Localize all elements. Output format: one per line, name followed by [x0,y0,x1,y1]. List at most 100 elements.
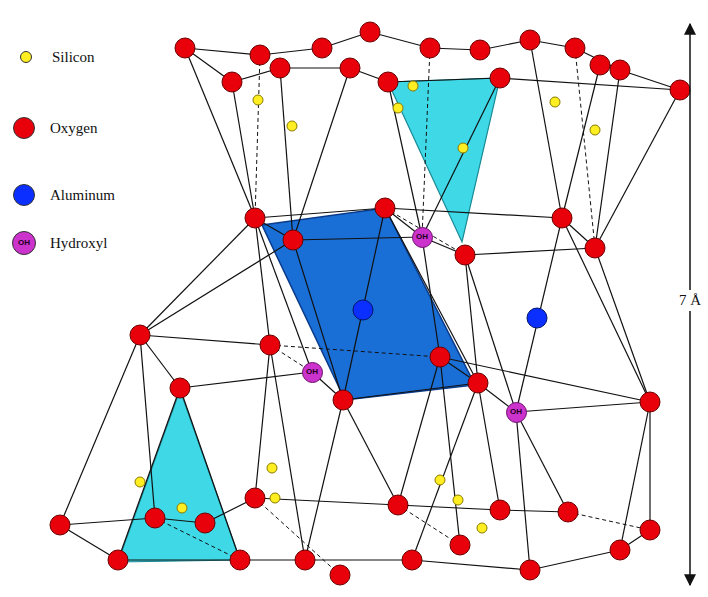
bond-line [422,78,500,237]
bond-line [412,383,478,560]
hidden-bond-line [255,498,340,575]
legend-text: Silicon [52,49,95,66]
oxygen-atom [610,540,630,560]
silicon-atom [453,495,463,505]
oxygen-atom [468,373,488,393]
bond-line [516,412,568,512]
bond-line [343,400,398,505]
silicon-atom [590,125,600,135]
lattice [50,22,690,585]
bond-line [60,335,140,525]
oxygen-atom [333,390,353,410]
bond-line [118,388,180,560]
hidden-bond-line [255,55,260,218]
oxygen-atom [130,325,150,345]
bond-line [255,208,385,218]
tetrahedron [388,78,500,242]
dimension-label: 7 Å [678,290,702,311]
bond-line [180,372,312,388]
oxygen-atom [490,500,510,520]
hydroxyl-circle: OH [302,362,323,383]
bond-line [440,357,460,545]
bond-line [440,357,650,402]
bond-line [343,383,478,400]
oxygen-atom [470,40,490,60]
oxygen-atom [552,208,572,228]
oxygen-atom [245,488,265,508]
oxygen-atom [340,58,360,78]
oxygen-atom [490,68,510,88]
bond-line [343,208,385,400]
oxygen-atom [402,550,422,570]
legend-entry: OHHydroxyl [12,230,108,256]
bond-line [500,78,680,90]
oxygen-atom [388,495,408,515]
silicon-atom [408,81,418,91]
oxygen-atom [520,560,540,580]
hidden-bond-line [398,505,460,545]
oxygen-atom [270,58,290,78]
bond-line [140,240,293,335]
bond-line [530,40,562,218]
silicon-atom [270,493,280,503]
bond-line [516,218,562,412]
hidden-bond-line [422,48,430,237]
bond-line [385,208,478,383]
oxygen-atom [360,22,380,42]
silicon-atom [458,143,468,153]
oxygen-atom [590,55,610,75]
oxygen-atom [222,72,242,92]
hidden-bond-line [575,48,595,248]
bond-line [530,550,620,570]
oxygen-atom [230,550,250,570]
oxygen-atom [450,535,470,555]
bond-line [305,400,343,560]
silicon-atom [550,97,560,107]
oxygen-atom [610,60,630,80]
bond-line [422,237,440,357]
bond-line [60,518,155,525]
bond-line [385,208,562,218]
oxygen-atom [640,520,660,540]
hidden-bond-line [270,345,440,357]
hydroxyl-text: OH [510,408,522,416]
oxygen-atom [585,238,605,258]
octahedron [262,208,475,400]
bond-line [465,255,516,412]
bond-line [180,388,240,560]
legend-entry: Silicon [14,44,95,70]
tetrahedron [118,390,240,562]
legend-entry: Oxygen [12,115,98,141]
bond-line [516,402,650,412]
hydroxyl-circle: OH [506,402,527,423]
silicon-atom [477,523,487,533]
legend-text: Hydroxyl [50,235,108,252]
hydroxyl-text: OH [416,233,428,241]
oxygen-atom [245,208,265,228]
oxygen-atom [330,565,350,585]
bond-line [255,345,270,498]
bond-line [562,65,600,218]
oxygen-atom [195,513,215,533]
oxygen-atom [295,550,315,570]
bond-line [232,82,255,218]
oxygen-atom [430,347,450,367]
bond-line [595,248,650,402]
hidden-bond-line [568,512,650,530]
legend-entry: Aluminum [12,182,115,208]
hidden-bond-line [385,208,465,255]
silicon-atom [435,475,445,485]
bond-line [185,48,255,218]
bond-line [595,70,620,248]
bond-line [398,505,500,510]
bond-line [388,78,500,82]
bond-line [465,248,595,255]
oxygen-atom [170,378,190,398]
oxygen-atom [558,502,578,522]
silicon-atom [287,121,297,131]
legend-swatch [13,184,35,206]
oxygen-atom [455,245,475,265]
silicon-atom [253,95,263,105]
